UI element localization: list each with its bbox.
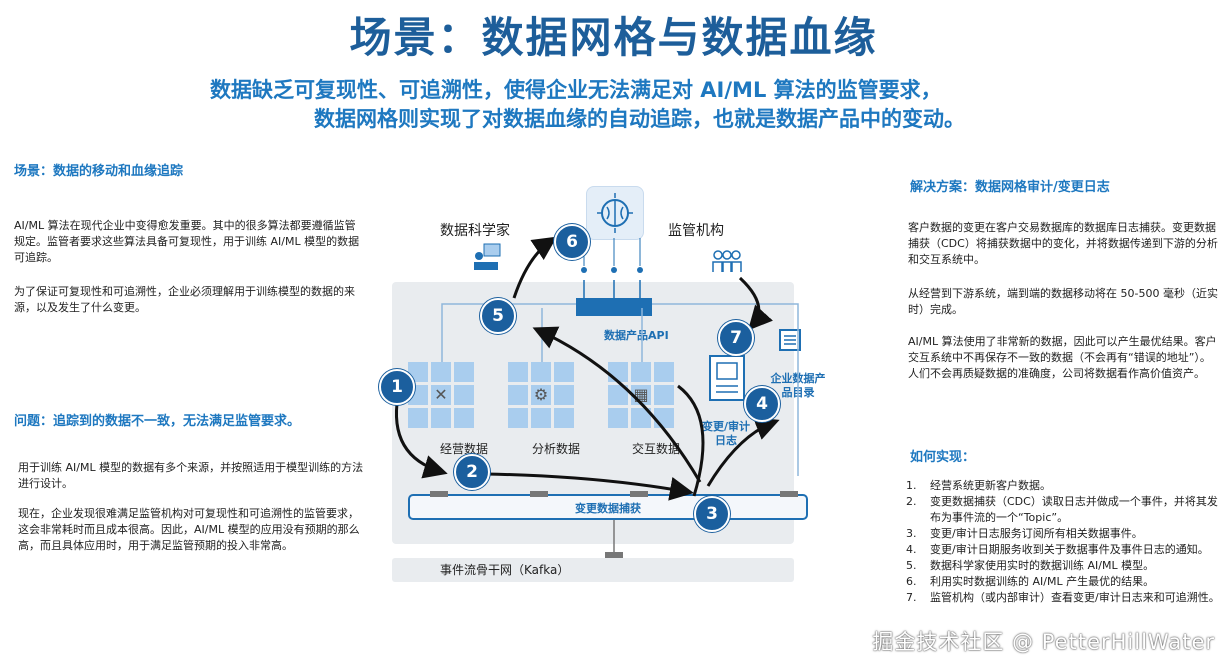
step-badge-7: 7 (718, 320, 754, 356)
api-bar (576, 298, 652, 316)
analytics-data-label: 分析数据 (532, 442, 581, 456)
ai-ml-model (586, 186, 644, 240)
problem-heading: 问题：追踪到的数据不一致，无法满足监管要求。 (14, 414, 301, 429)
solution-paragraph-2: 从经营到下游系统，端到端的数据移动将在 50-500 毫秒（近实时）完成。 (908, 287, 1218, 316)
scenario-paragraph-2: 为了保证可复现性和可追溯性，企业必须理解用于训练模型的数据的来源，以及发生了什么… (14, 285, 355, 314)
list-item: 6.利用实时数据训练的 AI/ML 产生最优的结果。 (906, 575, 1155, 588)
data-scientist-label: 数据科学家 (440, 223, 510, 239)
how-steps-list: 1.经营系统更新客户数据。 2.变更数据捕获（CDC）读取日志并做成一个事件，并… (906, 478, 1222, 606)
list-item: 4.变更/审计日期服务收到关于数据事件及事件日志的通知。 (906, 543, 1209, 556)
kafka-backbone: 事件流骨干网（Kafka） (392, 558, 794, 582)
solution-paragraph-1: 客户数据的变更在客户交易数据库的数据库日志捕获。变更数据捕获（CDC）将捕获数据… (908, 221, 1218, 266)
problem-paragraph-1: 用于训练 AI/ML 模型的数据有多个来源，并按照适用于模型训练的方法进行设计。 (18, 461, 364, 490)
step-badge-6: 6 (554, 224, 590, 260)
subtitle-line-1: 数据缺乏可复现性、可追溯性，使得企业无法满足对 AI/ML 算法的监管要求， (210, 78, 942, 102)
problem-paragraph-2: 现在，企业发现很难满足监管机构对可复现性和可追溯性的监管要求，这会非常耗时而且成… (18, 507, 360, 552)
flow-connectors (394, 236, 799, 558)
audit-log-document-icon (709, 355, 745, 401)
scenario-paragraph-1: AI/ML 算法在现代企业中变得愈发重要。其中的很多算法都要遵循监管规定。监管者… (14, 219, 360, 264)
brain-icon (597, 193, 633, 233)
how-heading: 如何实现： (910, 450, 976, 465)
regulator-group-icon (712, 250, 742, 272)
page-title: 场景：数据网格与数据血缘 (349, 13, 878, 62)
solution-paragraph-3: AI/ML 算法使用了非常新的数据，因此可以产生最优结果。客户交互系统中不再保存… (908, 335, 1217, 380)
catalog-icon (779, 329, 801, 351)
step-badge-1: 1 (379, 369, 415, 405)
ops-data-grid (408, 362, 474, 428)
scenario-heading: 场景：数据的移动和血缘追踪 (14, 164, 184, 179)
regulator-label: 监管机构 (668, 223, 724, 239)
list-item: 1.经营系统更新客户数据。 (906, 479, 1051, 492)
step-badge-2: 2 (454, 454, 490, 490)
list-item: 5.数据科学家使用实时的数据训练 AI/ML 模型。 (906, 559, 1155, 572)
cdc-bar: 变更数据捕获 (408, 494, 808, 520)
data-lineage-diagram: 事件流骨干网（Kafka） 数据科学家 监管机构 数据产品API ✕ ⚙ ▦ 经… (378, 186, 826, 586)
tools-icon: ✕ (434, 384, 448, 404)
watermark: 掘金技术社区 @ PetterHillWater (872, 630, 1215, 654)
solution-heading: 解决方案：数据网格审计/变更日志 (910, 180, 1110, 195)
step-badge-5: 5 (480, 298, 516, 334)
interaction-data-label: 交互数据 (632, 442, 681, 456)
ops-data-label: 经营数据 (440, 442, 489, 456)
analytics-data-grid (508, 362, 574, 428)
api-label: 数据产品API (604, 329, 669, 342)
list-item: 3.变更/审计日志服务订阅所有相关数据事件。 (906, 527, 1143, 540)
subtitle-line-2: 数据网格则实现了对数据血缘的自动追踪，也就是数据产品中的变动。 (314, 107, 965, 131)
list-item: 2.变更数据捕获（CDC）读取日志并做成一个事件，并将其发布为事件流的一个“To… (906, 495, 1218, 524)
step-badge-4: 4 (744, 386, 780, 422)
analyst-icon: ⚙ (533, 384, 549, 404)
list-item: 7.监管机构（或内部审计）查看变更/审计日志来和可追溯性。 (906, 591, 1220, 604)
change-audit-log-label: 变更/审计日志 (701, 420, 751, 447)
data-scientist-icon (474, 243, 501, 270)
step-badge-3: 3 (694, 496, 730, 532)
